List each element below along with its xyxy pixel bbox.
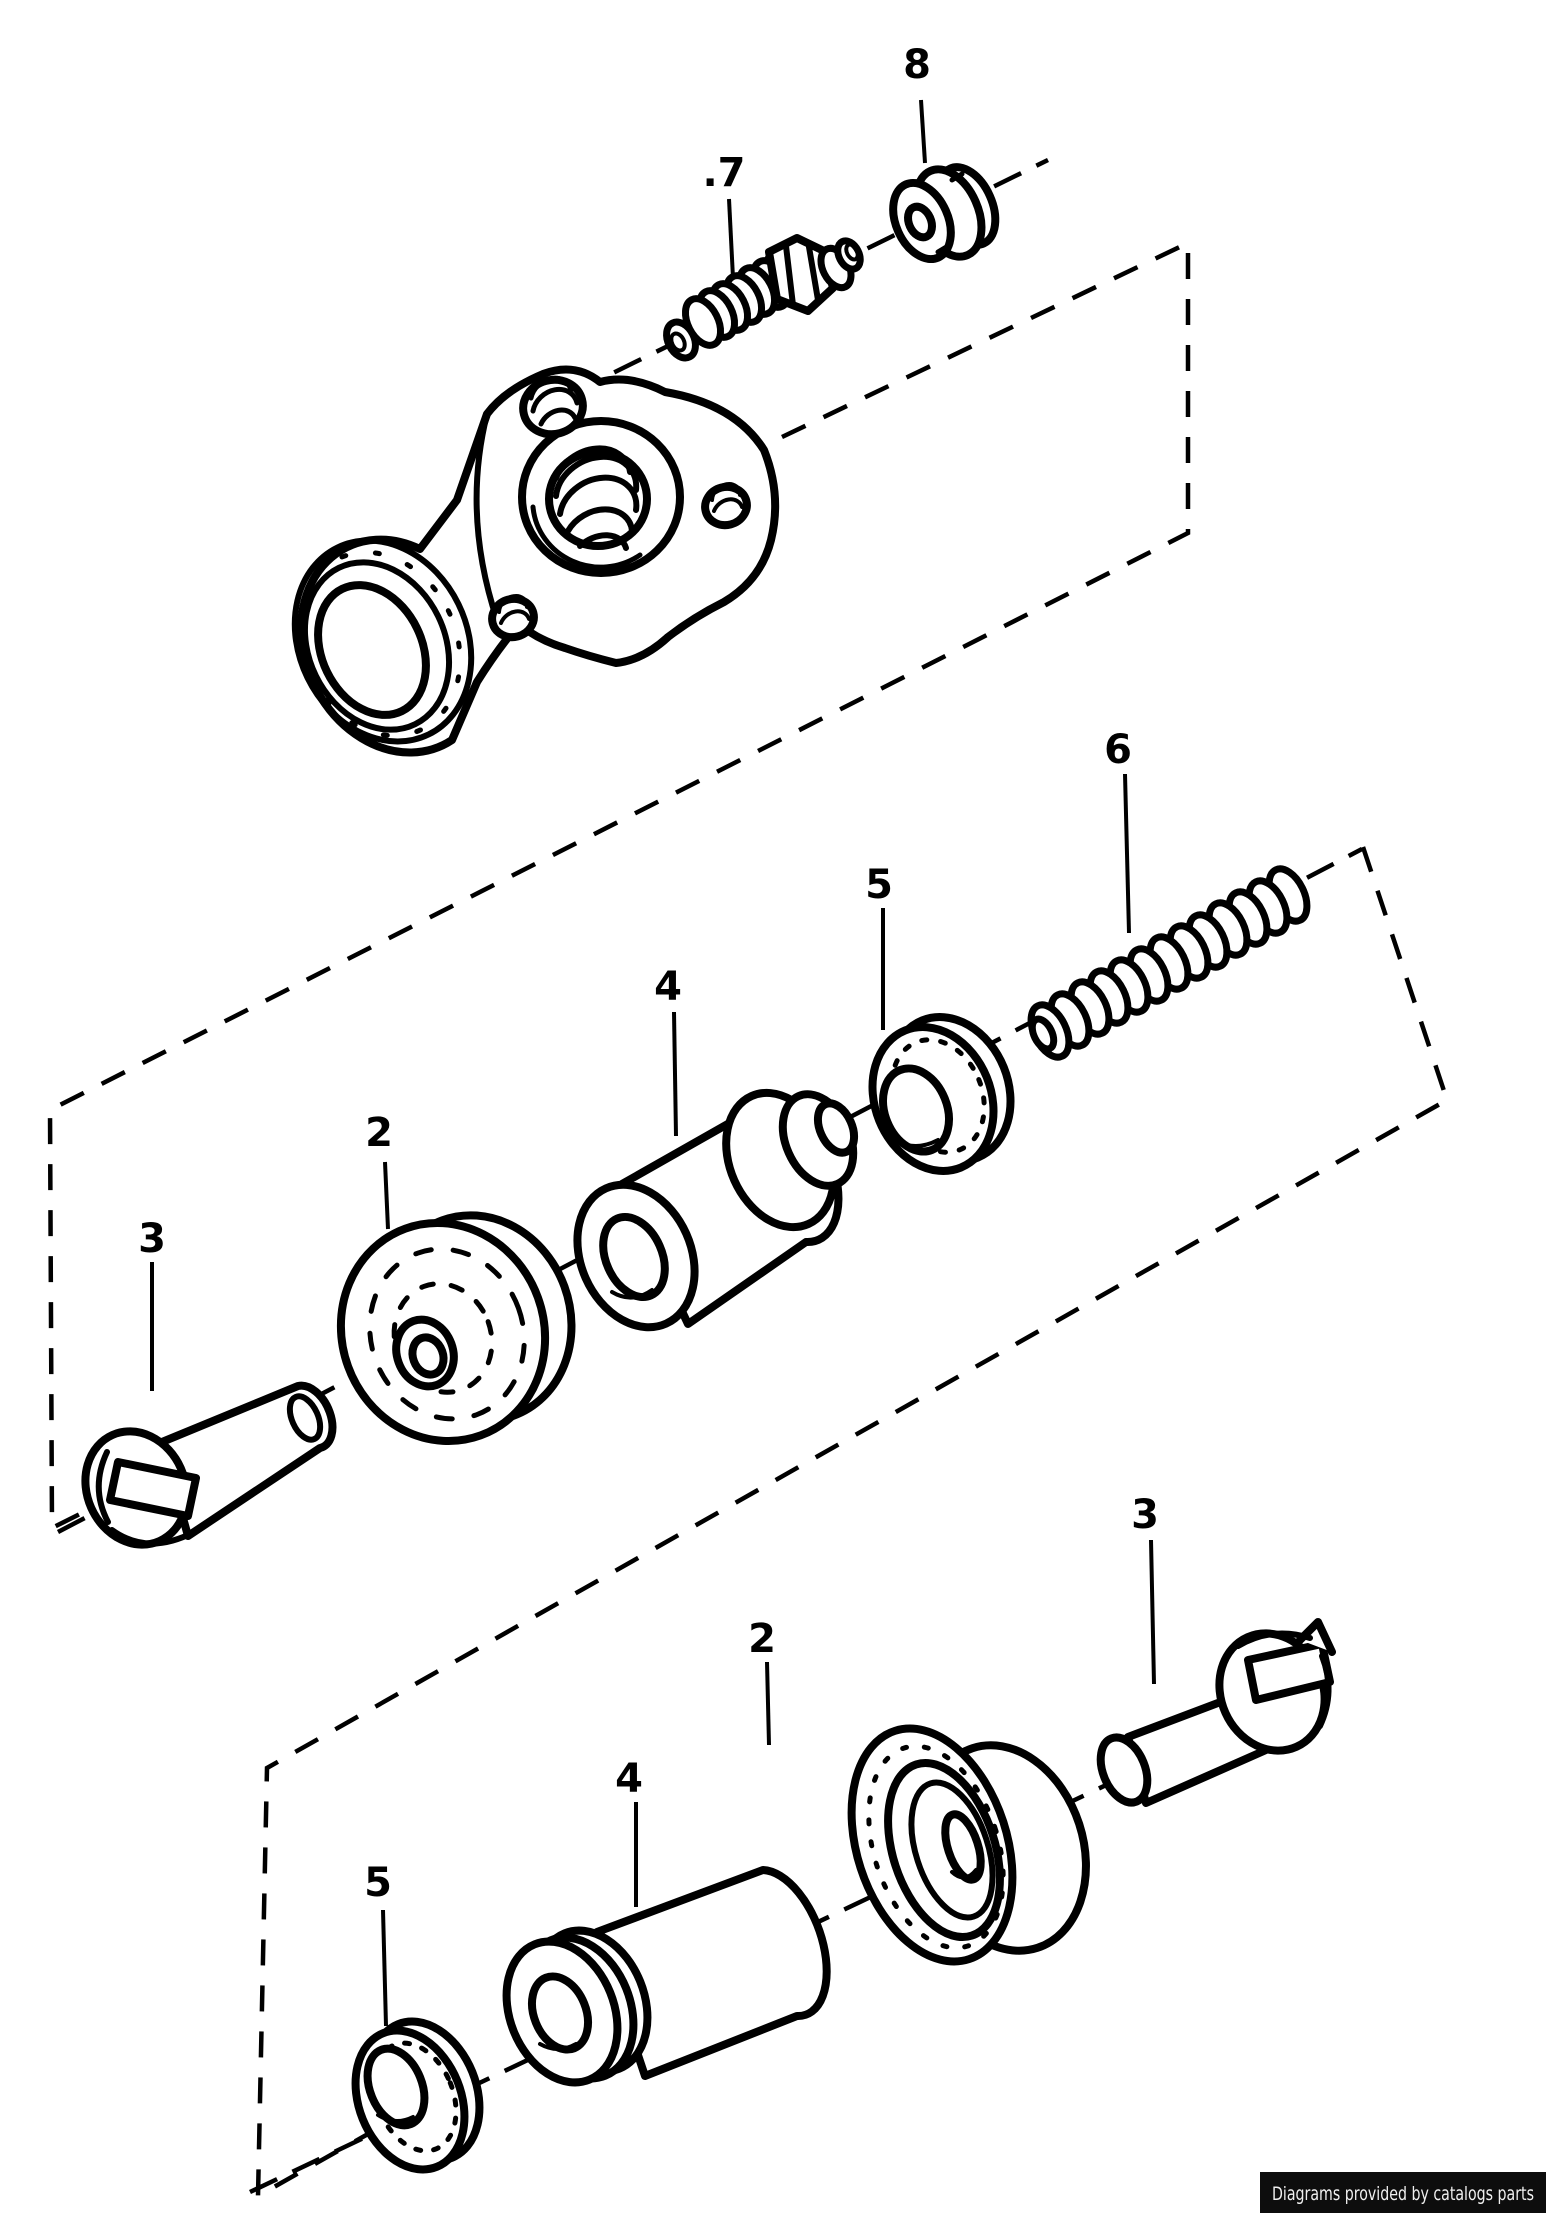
leader-line	[383, 1161, 390, 1230]
adjuster-screw-part-3-middle	[81, 1381, 337, 1549]
adjuster-inner-edge	[1317, 1653, 1332, 1729]
seal-ring-part-5-bottom	[351, 2017, 484, 2174]
bore-rim-outer	[291, 537, 475, 745]
screw-nub-face	[844, 242, 860, 262]
part-callout-2-middle: 2	[365, 1110, 393, 1230]
adjuster-inner-edge	[95, 1449, 111, 1525]
bolt-hole-bottom-hatch	[497, 594, 531, 625]
adjuster-end-face	[286, 1393, 324, 1443]
piston-face-hole	[528, 1972, 592, 2054]
part-callout-6: 6	[1104, 727, 1132, 934]
adjuster-slot	[106, 1458, 200, 1520]
port-thread-2	[553, 453, 640, 499]
piston-part-4-middle	[573, 1088, 859, 1332]
cup-hub-hole	[408, 1333, 448, 1379]
badge-label: Diagrams provided by catalogs parts	[1272, 2183, 1534, 2205]
seal-hole-shade	[893, 1138, 940, 1148]
part-callout-8: 8	[903, 42, 931, 164]
seal-ring-part-5-middle	[868, 1013, 1015, 1175]
port-boss-inner-arc	[530, 504, 643, 570]
adjuster-screw-part-3-bottom	[1096, 1618, 1336, 1807]
leader-line	[1149, 1539, 1156, 1685]
leader-line	[381, 1909, 388, 2027]
part-callout-5-bottom: 5	[364, 1860, 392, 2027]
bolt-hole-right-hatch	[710, 482, 744, 513]
screw-tip-face	[669, 331, 687, 353]
part-number-label: 2	[365, 1110, 393, 1156]
bore-rim-ticks	[297, 549, 463, 739]
part-number-label: 2	[748, 1616, 776, 1662]
dust-cap-part-8	[889, 163, 1000, 264]
cap-hole	[904, 202, 936, 242]
callouts: 8 .7 6 5 4 2 3 3	[138, 42, 1159, 2027]
part-number-label: 4	[654, 964, 682, 1010]
seal-hole	[879, 1064, 953, 1156]
part-number-label: 8	[903, 42, 931, 88]
part-callout-5-middle: 5	[865, 862, 893, 1030]
adjuster-body	[158, 1381, 337, 1540]
badge-background	[1260, 2172, 1546, 2213]
bore-opening	[314, 581, 430, 719]
part-callout-4-bottom: 4	[615, 1756, 643, 1907]
cup-rim-stipple	[866, 1743, 1006, 1951]
assembly-plane-outline-bottom	[255, 846, 1450, 2200]
adjuster-end-cap	[1096, 1733, 1152, 1807]
cup-inner-ring	[908, 1779, 996, 1921]
bolt-hole-top-hatch	[528, 375, 580, 427]
cap-shade-ticks	[935, 171, 965, 255]
piston-tip	[813, 1099, 859, 1157]
piston-cup-part-2-middle	[336, 1211, 576, 1445]
piston-hole-shade	[538, 2042, 578, 2051]
piston-hole-shade	[610, 1288, 654, 1300]
part-number-label: 3	[138, 1216, 166, 1262]
spring-end	[1028, 1015, 1058, 1053]
part-callout-2-bottom: 2	[748, 1616, 776, 1746]
leader-line	[672, 1011, 678, 1137]
watermark-badge: Diagrams provided by catalogs parts	[1260, 2172, 1546, 2213]
cup-slot-hole	[941, 1810, 985, 1884]
piston-part-4-bottom	[502, 1866, 831, 2087]
port-thread-3	[557, 474, 640, 517]
seal-stipple	[889, 1037, 987, 1155]
piston-face-hole	[599, 1212, 669, 1302]
wheel-cylinder-body	[291, 365, 780, 757]
bore-rim-inner	[301, 559, 453, 733]
port-thread-4	[565, 506, 635, 534]
part-number-label: 5	[865, 862, 893, 908]
part-number-label: .7	[702, 150, 745, 196]
assembly-plane-outline-top	[47, 239, 1191, 1532]
part-number-label: 3	[1131, 1492, 1159, 1538]
part-callout-4-middle: 4	[654, 964, 682, 1137]
piston-body	[593, 1866, 831, 2080]
port-thread-5	[577, 532, 629, 551]
part-callout-3-bottom: 3	[1131, 1492, 1159, 1685]
leader-line	[727, 198, 735, 279]
leader-line	[919, 99, 927, 164]
part-callout-7: .7	[702, 150, 746, 279]
return-spring-part-6	[1027, 865, 1311, 1061]
flange-edge-line	[473, 411, 500, 623]
part-number-label: 4	[615, 1756, 643, 1802]
piston-cup-part-2-bottom	[847, 1724, 1090, 1966]
leader-line	[1123, 773, 1131, 934]
part-callout-3-middle: 3	[138, 1216, 166, 1391]
seal-hole-shade	[376, 2113, 415, 2123]
screw-hex-facets	[783, 243, 821, 308]
cup-face-stipple-outer	[367, 1246, 527, 1422]
bleed-screw-part-7	[663, 234, 864, 362]
adjuster-lip	[1235, 1630, 1313, 1649]
thread-rib-1	[681, 295, 725, 349]
part-number-label: 6	[1104, 727, 1132, 773]
part-number-label: 5	[364, 1860, 392, 1906]
leader-line	[765, 1661, 771, 1746]
cup-slot-shade	[950, 1868, 978, 1880]
seal-hole	[363, 2044, 429, 2130]
adjuster-lip	[109, 1527, 197, 1547]
